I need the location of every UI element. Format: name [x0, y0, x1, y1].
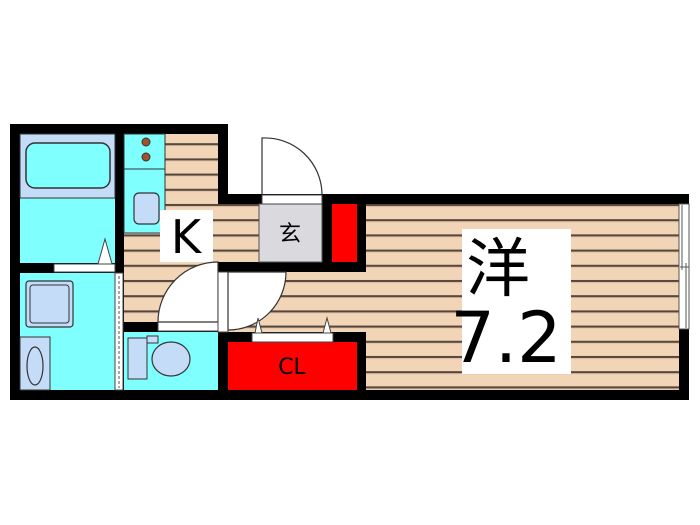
window[interactable]: [678, 203, 690, 330]
western-room-label: 洋 7.2: [450, 229, 571, 379]
shoe-closet: [332, 204, 357, 262]
closet: CL: [228, 342, 357, 390]
toilet-bowl-icon: [151, 341, 191, 377]
toilet-tank-icon: [127, 337, 148, 380]
front-door[interactable]: [261, 137, 323, 205]
room-type-label: 洋: [466, 233, 530, 307]
closet-label: CL: [278, 355, 306, 380]
bathtub-icon: [25, 142, 111, 189]
entrance: 玄: [258, 203, 323, 263]
toilet-room: [124, 332, 218, 390]
sink-bowl-icon: [26, 346, 44, 386]
washroom: [19, 273, 115, 391]
room-door[interactable]: [217, 271, 287, 333]
closet-door-marker-icon: [322, 316, 332, 334]
kitchen-counter: [123, 133, 166, 234]
kitchen-sink-icon: [133, 192, 160, 225]
bathroom: [19, 133, 116, 263]
stove-burner-icon: [141, 152, 151, 162]
toilet-door[interactable]: [157, 261, 219, 332]
stove-burner-icon: [141, 137, 151, 147]
closet-door-marker-icon: [254, 317, 263, 334]
bathroom-door-marker-icon: [97, 237, 113, 265]
closet-door[interactable]: [251, 316, 334, 343]
kitchen-label: K: [160, 210, 213, 264]
svg-text:K: K: [171, 210, 203, 264]
room-size-label: 7.2: [450, 297, 561, 379]
bathroom-door[interactable]: [53, 263, 116, 273]
entrance-label: 玄: [279, 222, 301, 247]
washroom-sliding-door[interactable]: [114, 272, 124, 391]
